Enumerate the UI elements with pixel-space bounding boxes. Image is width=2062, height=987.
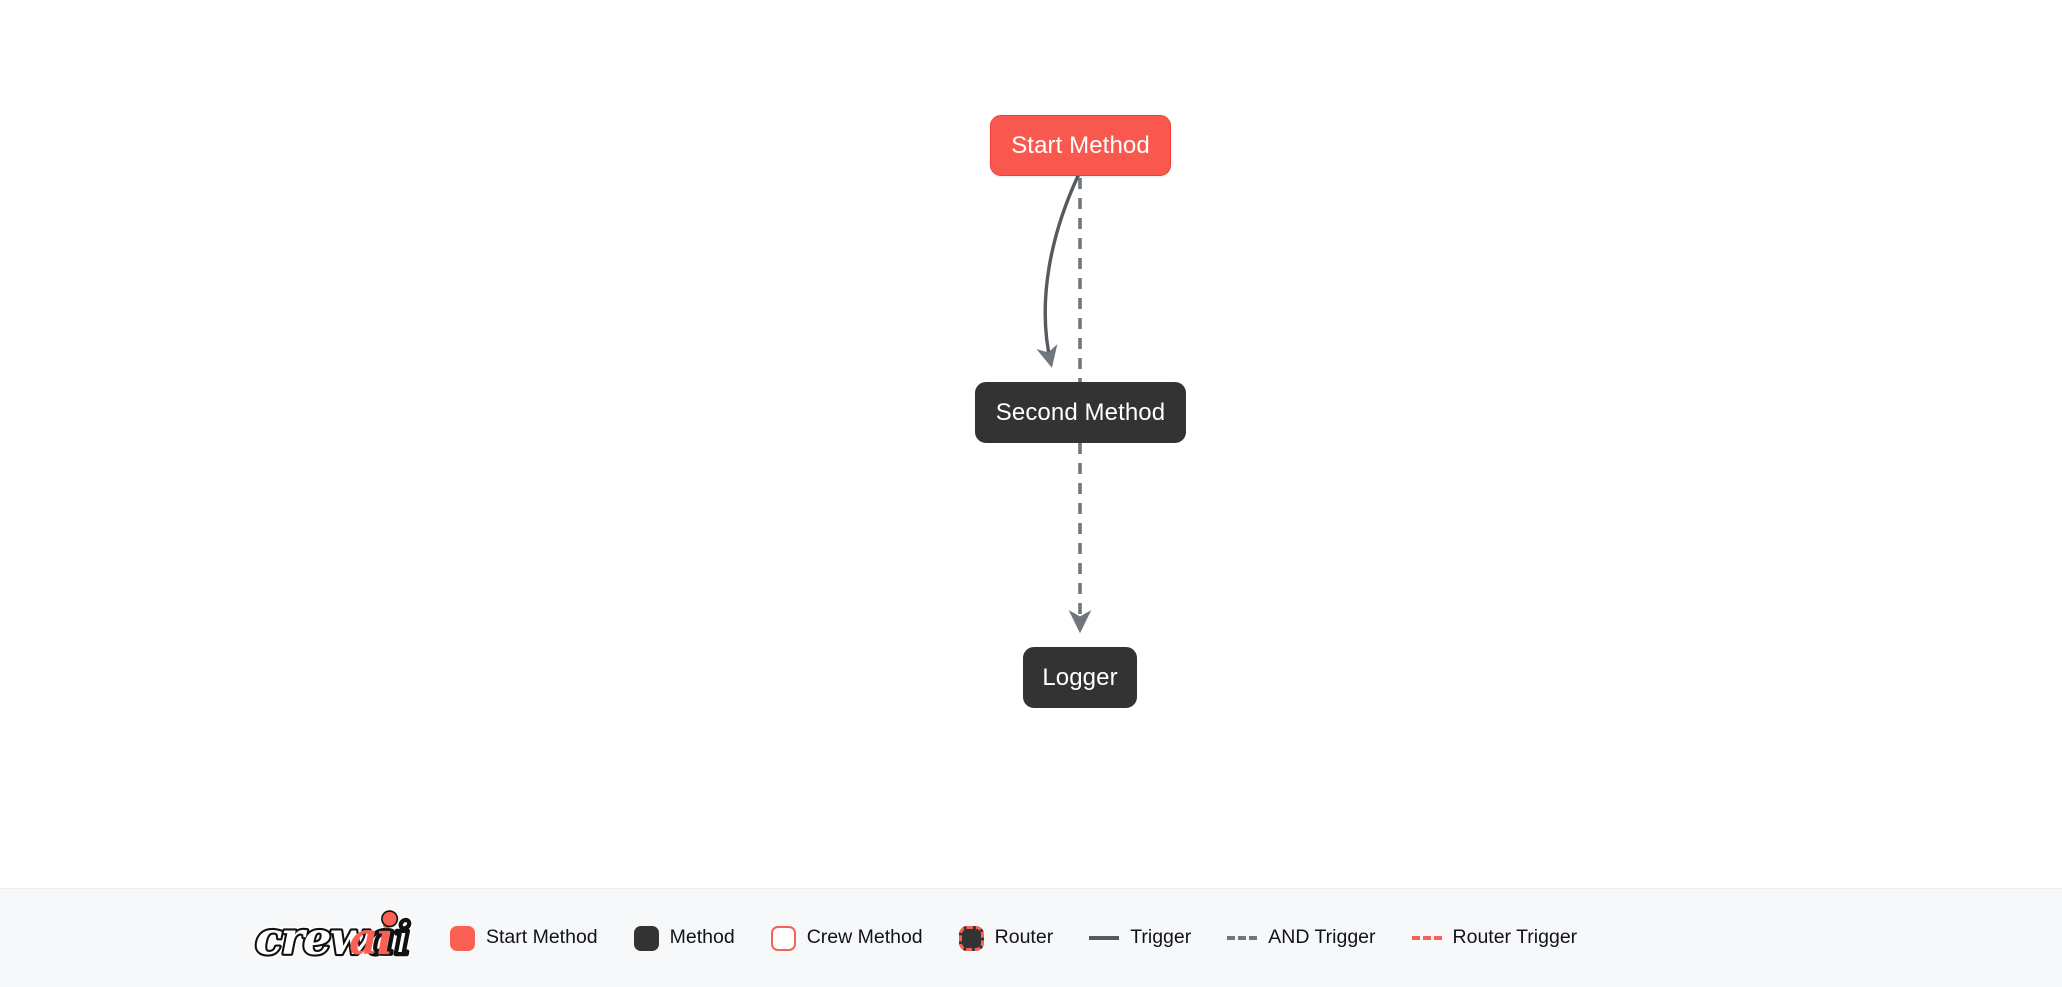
trigger-line-icon — [1089, 936, 1120, 940]
legend-item-label: AND Trigger — [1268, 926, 1376, 949]
legend-item-label: Router — [994, 926, 1054, 949]
legend-item-trigger: Trigger — [1089, 928, 1191, 948]
crewai-logo: crewai crewai crew ai — [252, 909, 412, 969]
start-method-swatch-icon — [450, 925, 475, 951]
router-trigger-line-icon — [1411, 936, 1442, 940]
and-trigger-line-icon — [1227, 936, 1258, 940]
flow-node-label: Logger — [1042, 663, 1118, 691]
legend-item-label: Start Method — [486, 926, 598, 949]
legend-bar: crewai crewai crew ai Start Method Metho… — [0, 888, 2062, 987]
flow-node-label: Start Method — [1011, 131, 1150, 159]
flow-node-second-method[interactable]: Second Method — [975, 382, 1186, 443]
legend-item-router-trigger: Router Trigger — [1411, 926, 1578, 949]
legend-item-label: Crew Method — [806, 926, 923, 949]
legend-item-router: Router — [958, 925, 1054, 951]
legend-item-and-trigger: AND Trigger — [1227, 926, 1376, 949]
edge-layer — [1036, 174, 1092, 634]
legend-item-crew-method: Crew Method — [770, 925, 923, 951]
legend-item-label: Trigger — [1130, 926, 1192, 949]
flow-node-logger[interactable]: Logger — [1023, 647, 1137, 708]
router-swatch-icon — [958, 925, 984, 951]
flow-node-label: Second Method — [995, 398, 1166, 426]
edge-trigger-start-second — [1036, 174, 1080, 368]
legend-inner: crewai crewai crew ai Start Method Metho… — [252, 907, 1613, 969]
crewai-logo-dot-fill — [382, 911, 397, 926]
legend-item-method: Method — [633, 925, 735, 951]
legend-item-label: Router Trigger — [1452, 926, 1578, 949]
method-swatch-icon — [633, 925, 659, 951]
legend-item-label: Method — [669, 926, 735, 949]
flow-node-start-method[interactable]: Start Method — [990, 115, 1171, 176]
flow-canvas[interactable]: Start Method Second Method Logger — [0, 0, 2062, 888]
crew-method-swatch-icon — [770, 925, 796, 951]
crewai-logo-crew: crew — [255, 912, 370, 965]
legend-item-start-method: Start Method — [450, 925, 598, 951]
